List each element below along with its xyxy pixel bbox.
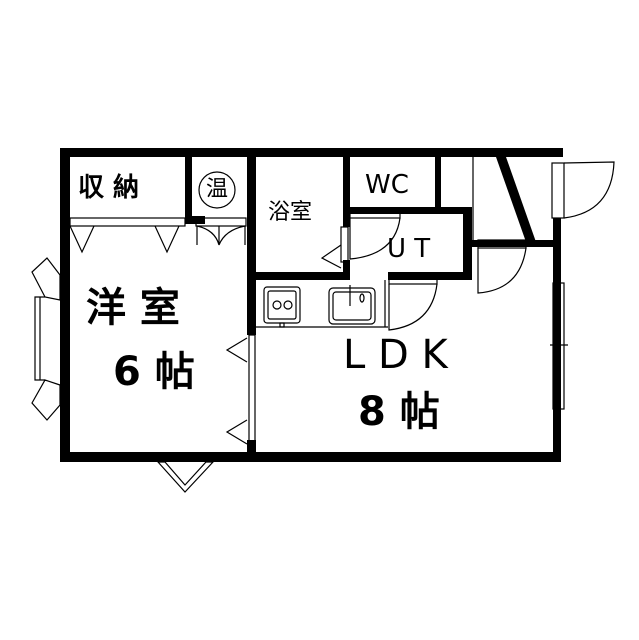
- water-heater-label: 温: [206, 177, 229, 202]
- western-room-name: 洋 室: [86, 285, 180, 331]
- closet-label: 収 納: [78, 173, 140, 203]
- bath-label: 浴室: [268, 200, 313, 225]
- ldk-name: L D K: [343, 332, 448, 378]
- ldk-size: 8 帖: [358, 389, 440, 435]
- western-room-size: 6 帖: [113, 349, 195, 395]
- wc-label: WC: [365, 170, 409, 200]
- fixtures: [31, 157, 615, 493]
- utility-label: U T: [387, 234, 431, 264]
